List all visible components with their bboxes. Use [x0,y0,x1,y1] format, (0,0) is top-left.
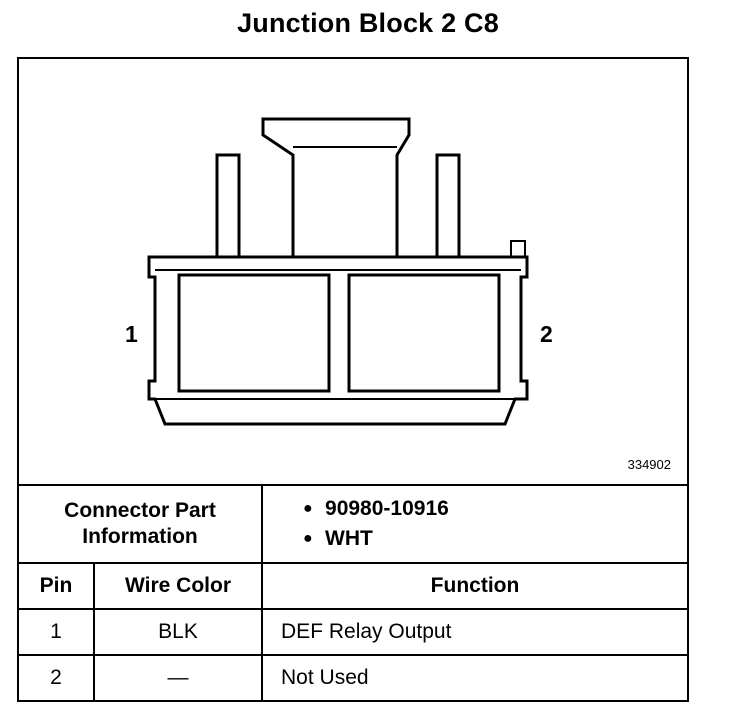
pin-column-header: Pin [17,562,95,610]
connector-part-header: Connector Part Information [16,484,264,564]
left-post [215,153,241,259]
part-number: 90980-10916 [325,497,449,520]
right-post [435,153,461,259]
table-row: 1 BLK DEF Relay Output [17,608,689,656]
cavity-2 [347,273,501,393]
table-row: 2 — Not Used [17,654,689,702]
wire-color-cell: BLK [92,608,264,656]
function-cell: DEF Relay Output [261,608,689,656]
connector-body [147,255,529,426]
bullet-icon: ● [303,530,313,547]
wire-color-column-header: Wire Color [92,562,264,610]
connector-table: Connector Part Information ● 90980-10916 … [16,484,689,702]
pin-cell: 2 [17,654,95,702]
key-tab [510,240,526,258]
page-title: Junction Block 2 C8 [237,8,499,38]
wire-color-cell: — [92,654,264,702]
pin-2-label: 2 [540,321,553,347]
connector-part-details: ● 90980-10916 ● WHT [261,484,689,564]
function-cell: Not Used [261,654,689,702]
latch-shape [261,117,411,259]
function-column-header: Function [261,562,689,610]
part-number-item: ● 90980-10916 [303,494,687,524]
bullet-icon: ● [303,500,313,517]
connector-drawing [147,117,529,426]
pin-cell: 1 [17,608,95,656]
figure-number: 334902 [627,457,671,472]
cavity-1 [177,273,331,393]
connector-diagram: 1 2 334902 [17,57,689,484]
pin-1-label: 1 [125,321,138,347]
part-color-item: ● WHT [303,524,687,554]
column-header-row: Pin Wire Color Function [17,562,689,610]
part-info-row: Connector Part Information ● 90980-10916 … [16,484,689,564]
part-color: WHT [325,527,373,550]
